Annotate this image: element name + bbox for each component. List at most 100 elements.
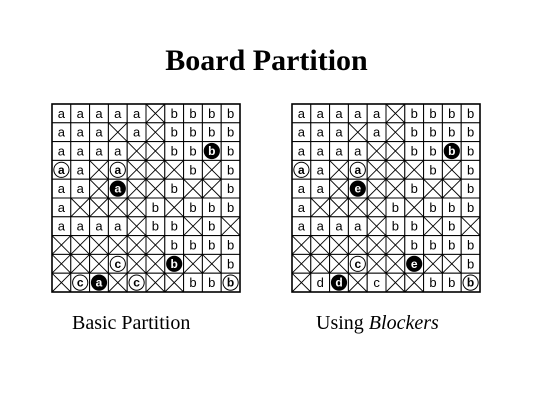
cell-label: b [467,162,474,177]
cell-label: b [208,125,215,140]
cell-label: a [58,144,66,159]
territory-cell-b: b [220,122,241,143]
cell-label: a [298,219,306,234]
cell-label: b [171,125,178,140]
caption-using-blockers: Using Blockers [316,312,439,335]
territory-cell-b: b [404,122,425,143]
crossed-cell [310,197,331,218]
cell-label: b [171,181,178,196]
territory-cell-b: b [145,216,166,237]
crossed-cell [366,159,387,180]
crossed-cell [201,178,222,199]
crossed-cell [385,159,406,180]
territory-cell-a: a [310,141,331,161]
crossed-cell [51,253,72,274]
cell-label: b [189,162,196,177]
stone-label: a [298,163,305,177]
crossed-cell [51,272,72,293]
cell-label: a [298,125,306,140]
cell-label: b [448,219,455,234]
crossed-cell [366,253,387,274]
territory-cell-b: b [183,197,203,218]
filled-stone: d [329,272,349,293]
territory-cell-a: a [51,141,72,161]
cell-label: a [317,144,325,159]
caption-basic-text: Basic Partition [72,312,191,334]
cell-label: a [298,181,306,196]
cell-label: b [227,106,234,121]
cell-label: b [189,275,196,290]
cell-label: b [227,200,234,215]
territory-cell-a: a [51,103,72,124]
cell-label: b [467,181,474,196]
cell-label: a [58,106,66,121]
stone-label: a [354,163,361,177]
cell-label: b [208,275,215,290]
cell-label: a [77,162,85,177]
territory-cell-b: b [220,178,241,199]
territory-cell-a: a [89,141,109,161]
territory-cell-b: b [441,122,462,143]
territory-cell-b: b [460,122,481,143]
stone-label: c [354,257,361,271]
territory-cell-b: b [201,197,222,218]
stone-label: a [114,182,121,196]
territory-cell-a: a [310,103,331,124]
territory-cell-b: b [423,272,443,293]
crossed-cell [89,235,109,255]
territory-cell-b: b [441,216,462,237]
stone-label: b [171,257,178,271]
cell-label: a [317,181,325,196]
territory-cell-a: a [329,122,349,143]
cell-label: b [411,106,418,121]
territory-cell-b: b [460,103,481,124]
territory-cell-b: b [423,141,443,161]
cell-label: b [411,181,418,196]
cell-label: b [208,106,215,121]
stone-label: b [208,144,215,158]
crossed-cell [126,197,147,218]
territory-cell-a: a [291,197,312,218]
crossed-cell [347,122,368,143]
stone-label: b [467,276,474,290]
cell-label: a [335,106,343,121]
crossed-cell [145,103,166,124]
cell-label: b [429,144,436,159]
crossed-cell [126,216,147,237]
cell-label: b [429,125,436,140]
cell-label: b [448,106,455,121]
crossed-cell [145,141,166,161]
territory-cell-b: b [460,197,481,218]
territory-cell-a: a [329,103,349,124]
filled-stone: b [441,141,462,161]
crossed-cell [310,253,331,274]
cell-label: b [467,200,474,215]
crossed-cell [89,178,109,199]
cell-label: b [189,106,196,121]
territory-cell-d: d [310,272,331,293]
board-border [51,103,241,293]
cell-label: a [114,106,122,121]
crossed-cell [220,216,241,237]
crossed-cell [460,216,481,237]
territory-cell-b: b [164,178,185,199]
cell-label: b [227,181,234,196]
cell-label: a [95,144,103,159]
territory-cell-b: b [423,159,443,180]
crossed-cell [201,159,222,180]
cell-label: a [298,200,306,215]
territory-cell-b: b [423,197,443,218]
territory-cell-a: a [51,197,72,218]
cell-label: b [467,106,474,121]
caption-basic-partition: Basic Partition [72,312,190,335]
cell-label: a [317,125,325,140]
crossed-cell [107,235,128,255]
crossed-cell [404,159,425,180]
territory-cell-b: b [164,103,185,124]
cell-label: a [58,200,66,215]
crossed-cell [441,178,462,199]
cell-label: b [467,144,474,159]
